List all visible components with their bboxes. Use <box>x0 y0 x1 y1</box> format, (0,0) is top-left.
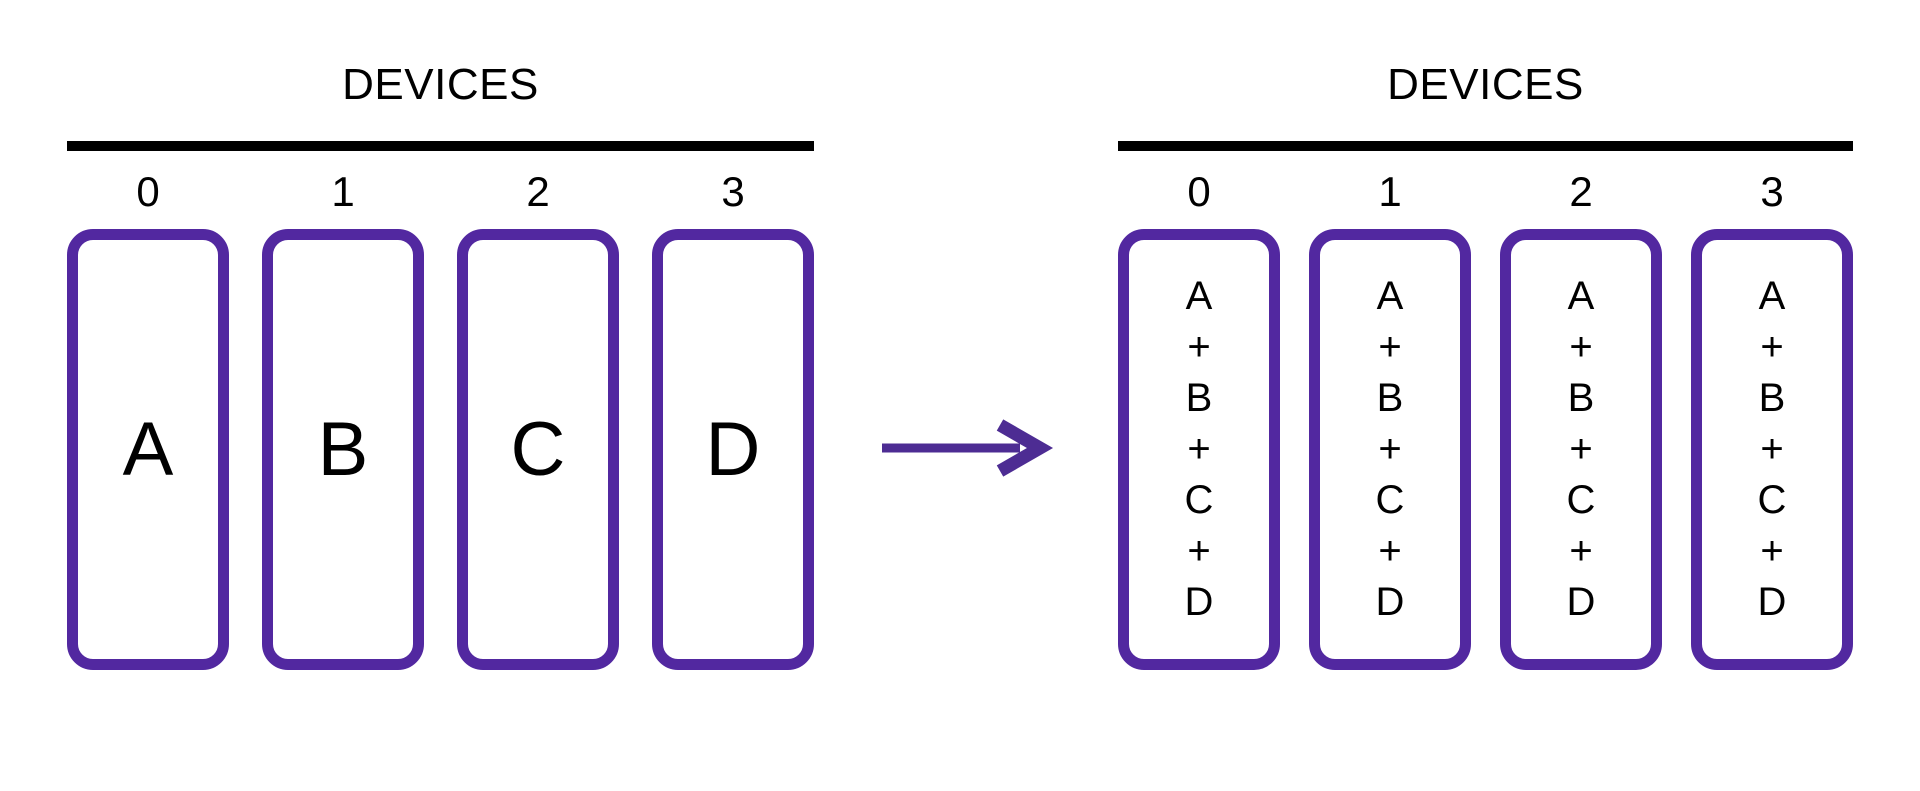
device-id-0: 0 <box>1187 168 1211 215</box>
device-box-row: A B C D <box>67 229 814 670</box>
device-box-1: A + B + C + D <box>1309 229 1471 670</box>
device-id-0: 0 <box>136 168 160 215</box>
device-id-3: 3 <box>721 168 745 215</box>
device-content: A <box>122 406 174 492</box>
device-box-0: A + B + C + D <box>1118 229 1280 670</box>
device-box-3: D <box>652 229 814 670</box>
device-box-2: A + B + C + D <box>1500 229 1662 670</box>
right-arrow-icon <box>882 419 1054 477</box>
device-content: D <box>705 406 761 492</box>
device-box-1: B <box>262 229 424 670</box>
panel-title: DEVICES <box>342 60 539 109</box>
devices-panel-after: DEVICES 0 1 2 3 A + B + C + D A + B + C … <box>1118 0 1853 791</box>
device-id-2: 2 <box>1569 168 1593 215</box>
device-box-2: C <box>457 229 619 670</box>
devices-rule <box>67 141 814 151</box>
device-content: A + B + C + D <box>1375 274 1405 624</box>
device-id-1: 1 <box>331 168 355 215</box>
device-box-0: A <box>67 229 229 670</box>
device-content: A + B + C + D <box>1184 274 1214 624</box>
panel-title: DEVICES <box>1387 60 1584 109</box>
device-id-row: 0 1 2 3 <box>1118 170 1853 214</box>
device-box-3: A + B + C + D <box>1691 229 1853 670</box>
device-id-2: 2 <box>526 168 550 215</box>
device-id-row: 0 1 2 3 <box>67 170 814 214</box>
device-content: C <box>510 406 566 492</box>
device-content: A + B + C + D <box>1566 274 1596 624</box>
devices-panel-before: DEVICES 0 1 2 3 A B C D <box>67 0 814 791</box>
device-id-3: 3 <box>1760 168 1784 215</box>
device-content: B <box>317 406 369 492</box>
devices-rule <box>1118 141 1853 151</box>
device-content: A + B + C + D <box>1757 274 1787 624</box>
device-box-row: A + B + C + D A + B + C + D A + B + C + … <box>1118 229 1853 670</box>
device-id-1: 1 <box>1378 168 1402 215</box>
